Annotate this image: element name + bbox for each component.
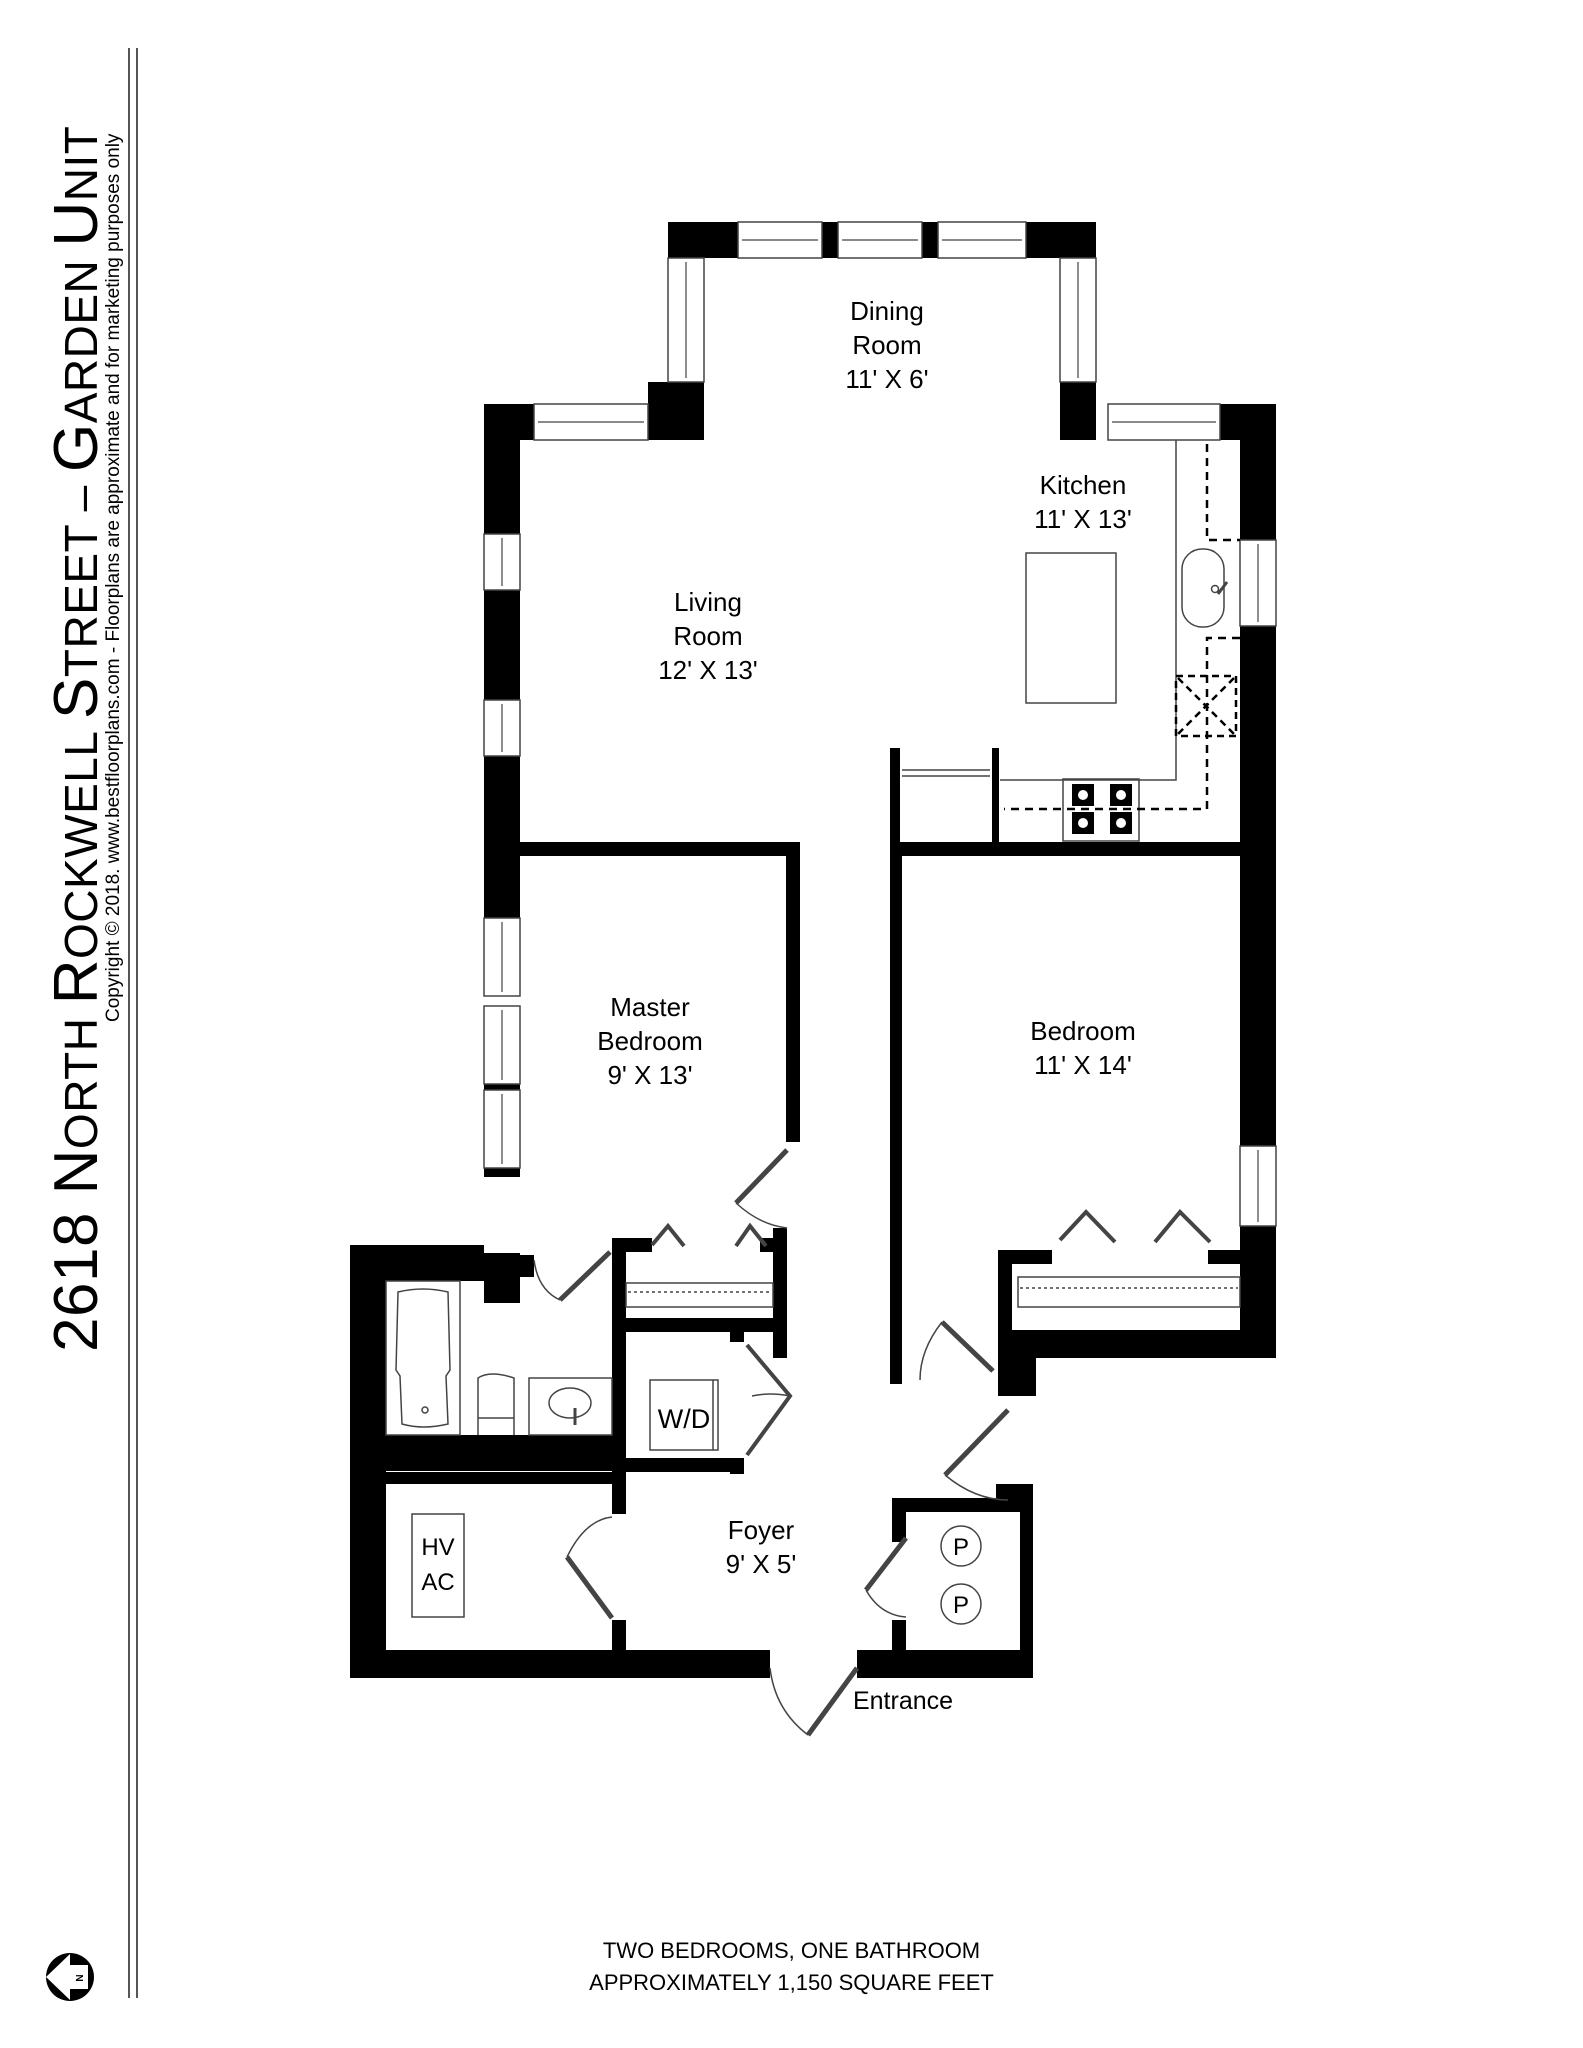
room-name: Bedroom [597, 1026, 703, 1056]
room-dimensions: 11' X 14' [1034, 1050, 1132, 1080]
room-name: Living [674, 587, 742, 617]
room-dining: Dining Room 11' X 6' [845, 294, 928, 396]
room-name: Dining [850, 296, 924, 326]
bed-bath-summary: Two Bedrooms, One Bathroom [602, 1938, 981, 1963]
window-sashes [501, 239, 1259, 1222]
hvac-label-2: AC [421, 1569, 454, 1596]
room-dimensions: 11' X 13' [1034, 504, 1132, 534]
room-kitchen: Kitchen 11' X 13' [1034, 468, 1132, 536]
washer-dryer-label: W/D [658, 1404, 710, 1434]
entrance-label: Entrance [853, 1687, 953, 1715]
room-living: Living Room 12' X 13' [658, 585, 758, 687]
room-name: Room [852, 330, 922, 360]
square-footage: Approximately 1,150 Square Feet [589, 1970, 994, 1995]
unit-summary: Two Bedrooms, One Bathroom Approximately… [589, 1935, 994, 1999]
panel-label-2: P [953, 1592, 969, 1619]
room-foyer: Foyer 9' X 5' [726, 1513, 797, 1581]
kitchen-counters [902, 440, 1240, 842]
border-rule-right [136, 48, 138, 1998]
room-name: Master [610, 992, 690, 1022]
bathtub [395, 1288, 451, 1428]
kitchen-island [1025, 552, 1117, 704]
room-dimensions: 12' X 13' [658, 655, 758, 685]
burner-centers [1078, 790, 1126, 828]
room-name: Foyer [727, 1515, 795, 1545]
north-arrow-icon: N [46, 1953, 94, 2001]
room-dimensions: 9' X 5' [725, 1549, 797, 1579]
hvac-box [411, 1513, 465, 1618]
bathroom-fixtures [385, 1280, 613, 1436]
washer-dryer-box [649, 1379, 719, 1451]
room-dimensions: 11' X 6' [845, 364, 929, 394]
doors [533, 1148, 1212, 1737]
panel-circle-2 [940, 1583, 982, 1625]
room-master-bedroom: Master Bedroom 9' X 13' [597, 990, 703, 1092]
hvac-label-1: HV [421, 1534, 454, 1561]
vanity [528, 1377, 613, 1436]
room-name: Room [673, 621, 743, 651]
panel-label-1: P [953, 1534, 969, 1561]
room-name: Bedroom [1030, 1016, 1136, 1046]
border-rule-left [128, 48, 130, 1998]
room-bedroom: Bedroom 11' X 14' [1030, 1014, 1136, 1082]
compass-label: N [75, 1974, 86, 1981]
bathroom-sink [548, 1387, 592, 1419]
utility-fixtures [411, 1379, 982, 1625]
closet-rods [625, 1276, 1241, 1308]
panel-circle-1 [940, 1525, 982, 1567]
room-name: Kitchen [1039, 470, 1127, 500]
room-dimensions: 9' X 13' [607, 1060, 693, 1090]
toilet [477, 1373, 515, 1435]
